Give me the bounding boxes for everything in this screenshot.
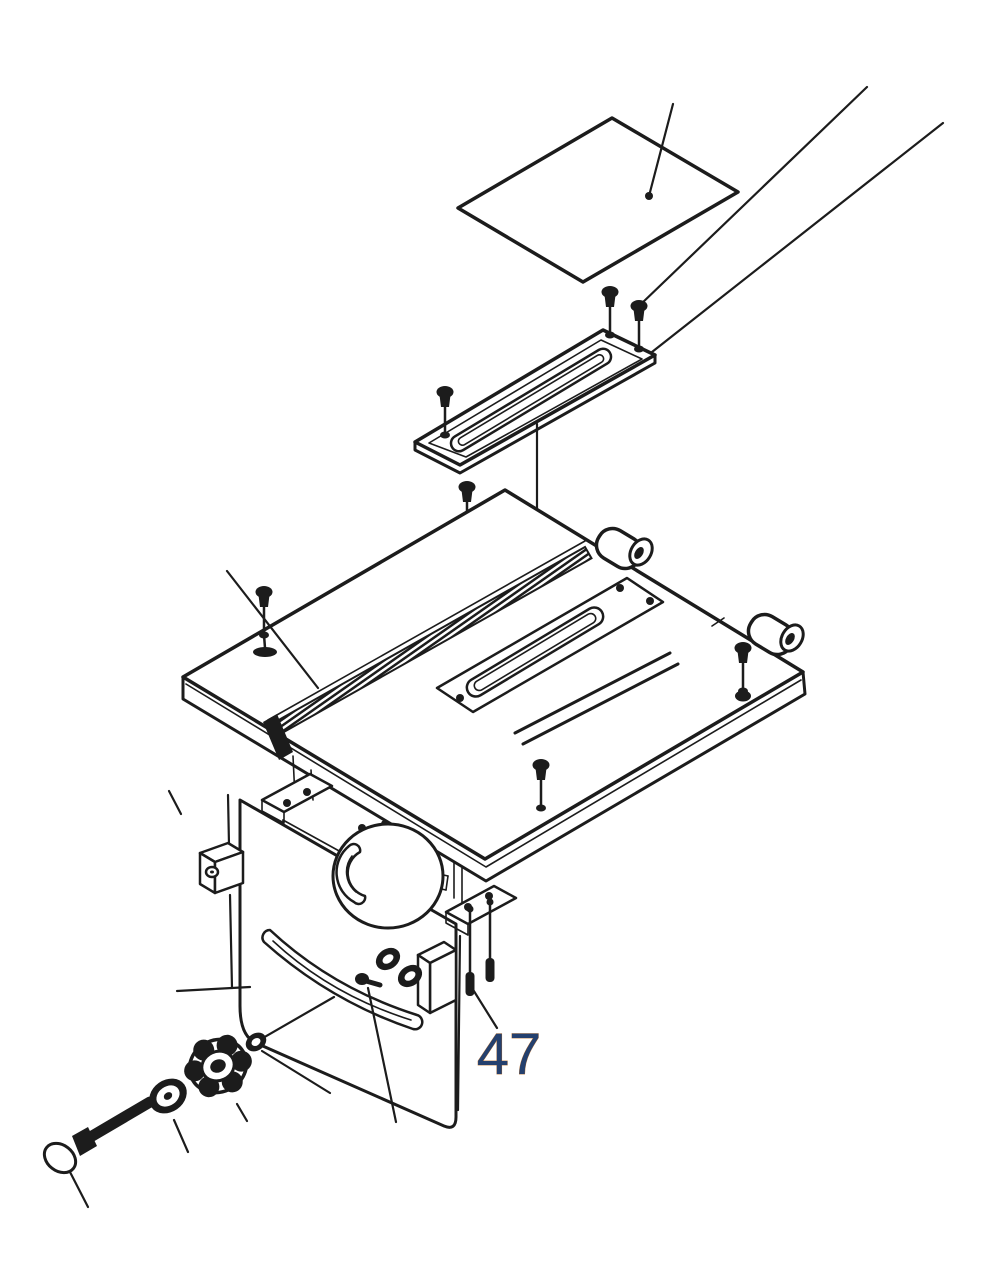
leader-line-clamp [366,986,398,1124]
star-knob [184,1034,252,1098]
hinge-knuckle [711,612,805,657]
part-47-screw [485,898,495,982]
leader-line-square-plate [645,102,675,200]
mounting-bracket-left [260,772,334,824]
leader-line-bolt [68,1170,90,1209]
table-screw [733,640,753,702]
carriage-bolt [42,1096,156,1175]
insert-recess [435,576,680,746]
flat-washer [149,1078,187,1114]
table-screw [253,584,277,657]
leader-line-bracket [456,934,462,1112]
hinge-knuckle [594,526,654,571]
leader-line-top-right [638,85,945,354]
square-plate [456,116,740,284]
leader-line-flat-washer [172,1118,190,1154]
stop-block [198,841,245,895]
side-panel [238,798,458,1129]
throat-plate [413,328,657,475]
panel-block-line [226,793,234,990]
panel-curved-slot [261,928,424,1031]
leader-line-panel [167,789,252,993]
groove-notch [263,714,293,760]
part-number-47: 47 [477,1022,542,1087]
mounting-bracket-right [444,884,518,936]
leader-line-knob [235,1102,249,1123]
leader-line-table [225,569,320,690]
leader-line-47 [470,986,499,1030]
small-washer [245,1032,267,1052]
bevel-quadrant [331,822,445,930]
bevel-clamp [355,940,458,1015]
